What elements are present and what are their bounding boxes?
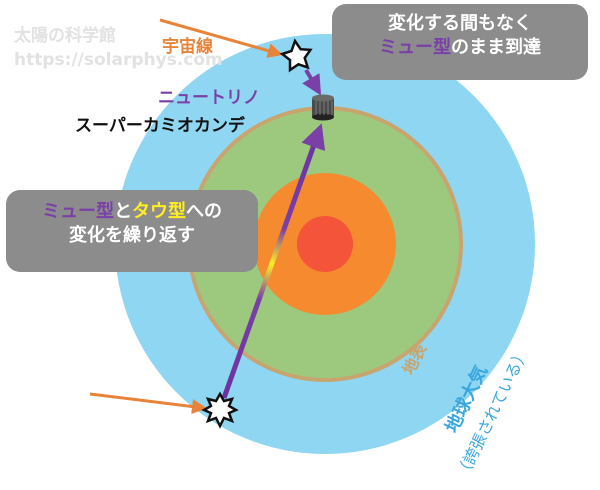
and-label: と [114,201,132,222]
callout-top-line1: 変化する間もなく [388,13,532,34]
watermark-title: 太陽の科学館 [14,25,116,46]
collision-star-top [279,38,313,73]
cosmic-ray-label: 宇宙線 [162,36,213,57]
detector-icon [312,94,334,121]
neutrino-arrow-top [302,68,322,96]
watermark-url: https://solarphys.com [14,50,223,70]
callout-top-line2-rest: のまま到達 [451,37,541,59]
detector-label: スーパーカミオカンデ [75,115,246,136]
neutrino-label: ニュートリノ [158,88,260,108]
to-label: への [186,201,222,222]
inner-core-layer [297,216,353,272]
tau-type-label: タウ型 [132,201,186,222]
collision-star-bottom [201,391,239,429]
cosmic-ray-arrow-top [159,18,283,58]
callout-left-line2: 変化を繰り返す [69,225,195,247]
callout-oscillation: ミュー型とタウ型への 変化を繰り返す [6,190,258,272]
cosmic-ray-arrow-bottom [89,392,207,414]
neutrino-path [221,123,326,399]
callout-top-line2: ミュー型のまま到達 [332,36,588,60]
callout-direct-arrival: 変化する間もなく ミュー型のまま到達 [332,4,588,80]
mu-type-label: ミュー型 [379,37,451,59]
mu-type-label-2: ミュー型 [42,201,114,222]
callout-left-line1: ミュー型とタウ型への [6,200,258,224]
